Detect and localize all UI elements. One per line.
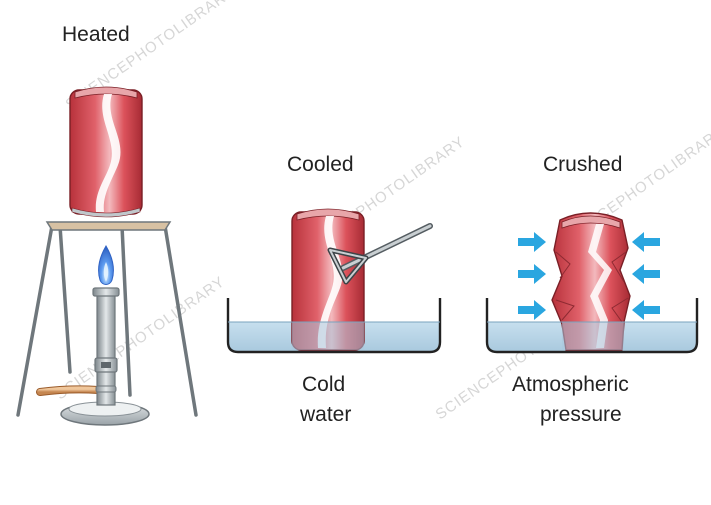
- crushed-can: [551, 212, 631, 351]
- heated-label: Heated: [62, 23, 130, 46]
- pressure-arrow-icon: [518, 300, 546, 320]
- crushed-stage: [485, 212, 699, 354]
- pressure-arrow-icon: [632, 232, 660, 252]
- cooled-stage: [226, 208, 442, 354]
- bunsen-burner-icon: [36, 245, 150, 426]
- pressure-arrow-icon: [632, 300, 660, 320]
- crushed-label: Crushed: [543, 153, 623, 176]
- pressure-caption-line2: pressure: [540, 403, 622, 426]
- watermark-group: SCIENCEPHOTOLIBRARY SCIENCEPHOTOLIBRARY …: [53, 0, 711, 423]
- pressure-arrows: [518, 232, 660, 320]
- watermark-text: SCIENCEPHOTOLIBRARY: [53, 273, 229, 403]
- tongs-icon: [327, 223, 433, 285]
- pressure-arrow-icon: [632, 264, 660, 284]
- pressure-arrow-icon: [518, 264, 546, 284]
- cold-water-caption-line2: water: [300, 403, 352, 426]
- tripod-plate: [45, 221, 172, 231]
- water-trough: [226, 298, 442, 354]
- cooled-label: Cooled: [287, 153, 354, 176]
- water-trough: [485, 298, 699, 354]
- cooled-can: [291, 208, 365, 351]
- pressure-caption-line1: Atmospheric: [512, 373, 629, 396]
- cold-water-caption-line1: Cold: [302, 373, 346, 396]
- heated-can: [69, 86, 143, 218]
- tripod-icon: [16, 224, 198, 417]
- pressure-arrow-icon: [518, 232, 546, 252]
- heated-stage: [16, 86, 198, 426]
